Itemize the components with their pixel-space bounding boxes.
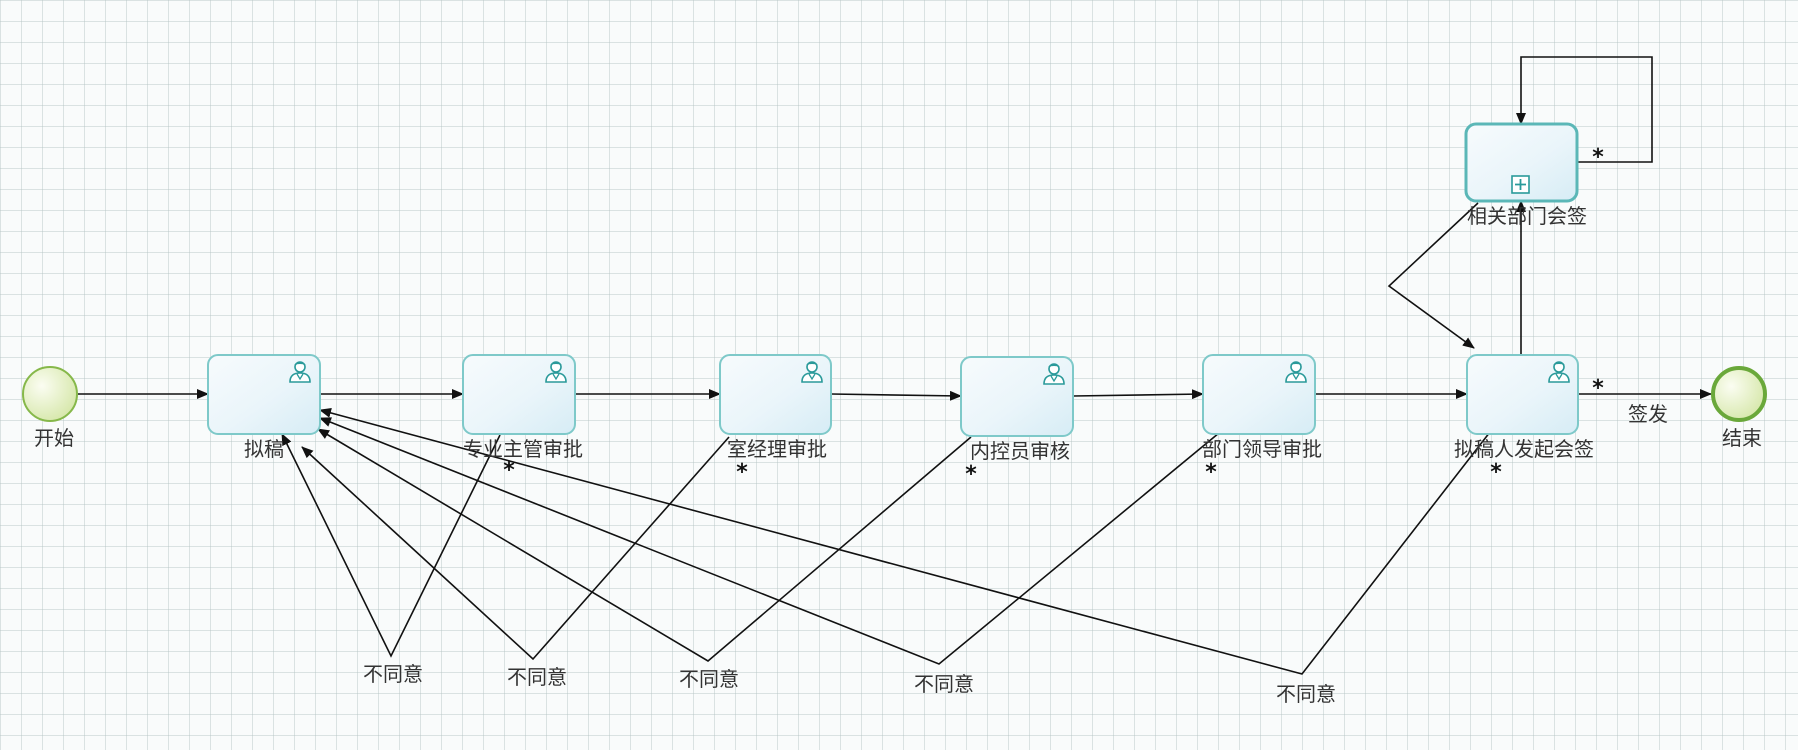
start-event[interactable]: 开始 (22, 366, 78, 450)
start-label: 开始 (34, 426, 74, 450)
edge-reject-room-manager[interactable] (301, 436, 730, 661)
reject-label: 不同意 (1276, 682, 1336, 706)
task-dept-leader-approval[interactable]: 部门领导审批 (1202, 354, 1322, 461)
end-event[interactable]: 结束 (1711, 366, 1767, 450)
task-draft[interactable]: 拟稿 (207, 354, 321, 461)
task-drafter-initiate-countersign[interactable]: 拟稿人发起会签 (1454, 354, 1594, 461)
star-marker: * (1205, 460, 1217, 485)
subprocess-related-dept-countersign[interactable]: 相关部门会签 (1464, 122, 1587, 228)
edge-reject-internal[interactable] (317, 428, 972, 662)
task-label: 室经理审批 (727, 437, 827, 461)
star-marker: * (965, 462, 977, 487)
multi-instance-markers: * * * * * * * (503, 145, 1604, 487)
task-label: 拟稿 (244, 437, 284, 461)
expand-subprocess-icon[interactable] (1511, 175, 1530, 194)
reject-label: 不同意 (914, 672, 974, 696)
task-label: 拟稿人发起会签 (1454, 437, 1594, 461)
star-marker: * (1592, 376, 1604, 401)
edge-related-loop[interactable] (1516, 56, 1653, 163)
edge-reject-supervisor[interactable] (281, 433, 501, 658)
edge-related-countersign[interactable] (1387, 202, 1479, 349)
issue-label: 签发 (1628, 402, 1668, 426)
task-label: 相关部门会签 (1467, 204, 1587, 228)
star-marker: * (1592, 145, 1604, 170)
edges-forward (78, 56, 1712, 401)
task-label: 部门领导审批 (1202, 437, 1322, 461)
reject-label: 不同意 (679, 667, 739, 691)
end-label: 结束 (1722, 426, 1762, 450)
edge-room-manager-internal[interactable] (830, 390, 962, 401)
edge-labels: 不同意 不同意 不同意 不同意 不同意 签发 (363, 402, 1668, 706)
star-marker: * (503, 458, 515, 483)
task-supervisor-approval[interactable]: 专业主管审批 (462, 354, 583, 461)
star-marker: * (1490, 460, 1502, 485)
edges-reject (281, 408, 1491, 675)
task-room-manager-approval[interactable]: 室经理审批 (719, 354, 832, 461)
star-marker: * (736, 460, 748, 485)
reject-label: 不同意 (363, 662, 423, 686)
edge-reject-countersign[interactable] (319, 408, 1491, 675)
edge-reject-dept-leader[interactable] (319, 417, 1220, 665)
task-label: 专业主管审批 (463, 437, 583, 461)
edge-internal-dept-leader[interactable] (1072, 389, 1204, 400)
task-label: 内控员审核 (970, 439, 1070, 463)
task-internal-control-review[interactable]: 内控员审核 (960, 356, 1074, 463)
reject-label: 不同意 (507, 665, 567, 689)
